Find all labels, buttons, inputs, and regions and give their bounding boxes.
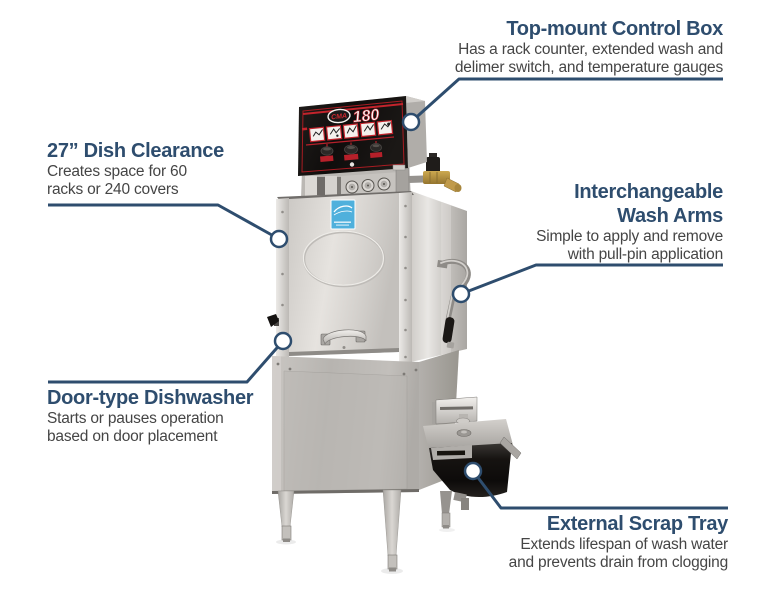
door-emboss-oval bbox=[302, 230, 386, 288]
scrap-tray bbox=[423, 396, 522, 510]
callout-top-mount-control-box: Top-mount Control Box Has a rack counter… bbox=[455, 17, 723, 77]
callout-description-line: Creates space for 60 bbox=[47, 163, 187, 180]
wash-chamber bbox=[267, 191, 467, 371]
brand-logo: CMA 180 bbox=[327, 106, 381, 127]
callout-description-line: Has a rack counter, extended wash and bbox=[458, 41, 723, 58]
leader-line-scrap-tray bbox=[471, 470, 728, 510]
callout-description-line: Extends lifespan of wash water bbox=[520, 536, 728, 553]
callout-description-line: with pull-pin application bbox=[567, 246, 723, 263]
marker-dish-clearance bbox=[269, 229, 289, 249]
callout-title: 27” Dish Clearance bbox=[47, 140, 224, 162]
callout-markers bbox=[269, 112, 483, 481]
callout-interchangeable-wash-arms: Interchangeable Wash Arms Simple to appl… bbox=[536, 180, 723, 264]
callout-title: Wash Arms bbox=[617, 205, 723, 227]
callout-title: External Scrap Tray bbox=[546, 513, 728, 535]
fill-valve bbox=[408, 153, 462, 193]
callout-title: Interchangeable bbox=[574, 181, 723, 203]
callout-dish-clearance: 27” Dish Clearance Creates space for 60 … bbox=[47, 139, 224, 199]
callout-description-line: Starts or pauses operation bbox=[47, 410, 224, 427]
callout-description-line: Simple to apply and remove bbox=[536, 228, 723, 245]
door-handle bbox=[320, 329, 367, 346]
machine-legs bbox=[276, 489, 455, 574]
control-knobs bbox=[305, 136, 406, 171]
wash-chamber-door bbox=[289, 193, 399, 356]
leader-line-top-mount-control-box bbox=[409, 77, 723, 124]
drain-pipe bbox=[453, 492, 469, 510]
base-cabinet bbox=[272, 350, 459, 494]
brand-text: CMA bbox=[331, 113, 348, 122]
cabinet-screws bbox=[276, 362, 418, 376]
marker-scrap-tray bbox=[463, 461, 483, 481]
frame-screws-right bbox=[404, 204, 407, 359]
pressure-gauges bbox=[341, 172, 400, 198]
callout-door-type-dishwasher: Door-type Dishwasher Starts or pauses op… bbox=[47, 386, 254, 446]
callout-external-scrap-tray: External Scrap Tray Extends lifespan of … bbox=[508, 512, 729, 572]
callout-description-line: and prevents drain from clogging bbox=[508, 554, 729, 571]
marker-door-type bbox=[273, 331, 293, 351]
energy-star-label bbox=[330, 199, 356, 230]
leader-line-door-type bbox=[48, 340, 285, 384]
callout-title: Door-type Dishwasher bbox=[47, 387, 254, 409]
marker-wash-arms bbox=[451, 284, 471, 304]
callout-description-line: racks or 240 covers bbox=[47, 181, 179, 198]
callout-description-line: delimer switch, and temperature gauges bbox=[454, 59, 723, 76]
callout-title: Top-mount Control Box bbox=[506, 18, 723, 40]
leader-line-wash-arms bbox=[460, 263, 723, 296]
callout-lines bbox=[48, 77, 728, 510]
control-box: CMA 180 bbox=[298, 96, 427, 176]
marker-top-mount-control-box bbox=[401, 112, 421, 132]
door-latch bbox=[267, 314, 279, 327]
callout-description-line: based on door placement bbox=[47, 428, 218, 445]
model-text: 180 bbox=[352, 107, 380, 127]
control-icon-buttons bbox=[302, 119, 394, 143]
leader-line-dish-clearance bbox=[48, 203, 280, 241]
